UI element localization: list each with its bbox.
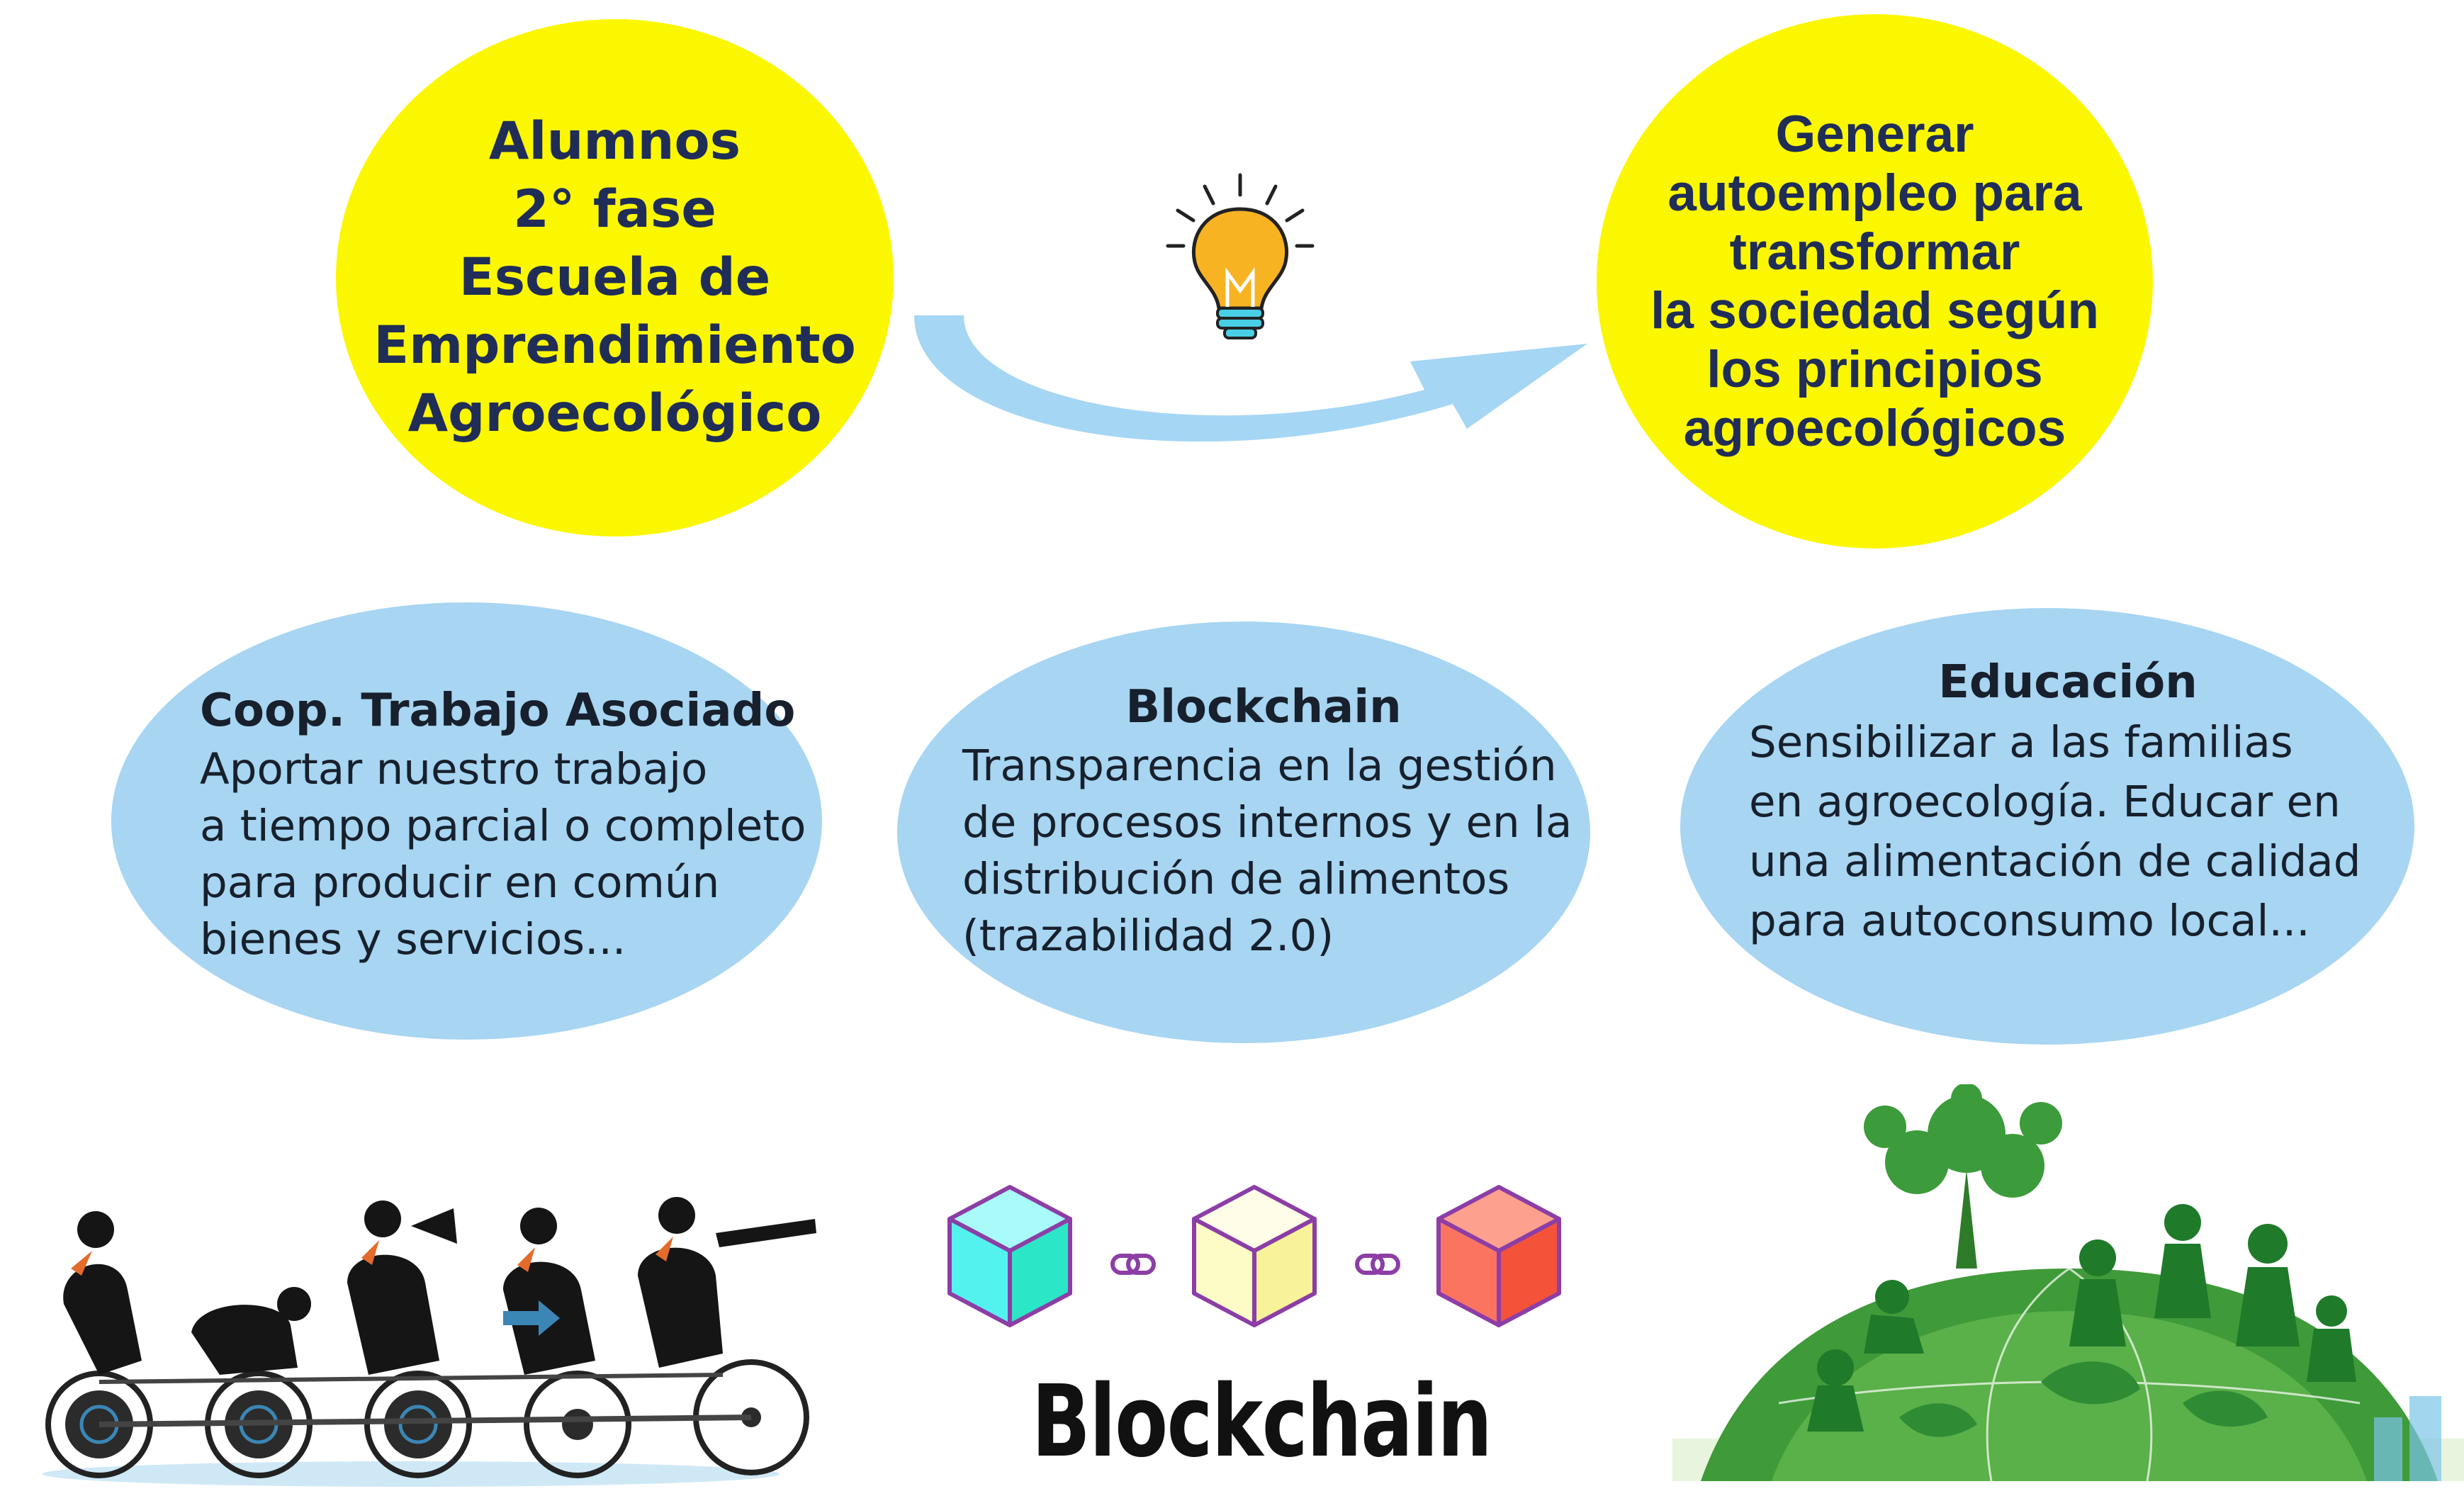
oval-coop-line: Aportar nuestro trabajo bbox=[200, 744, 708, 794]
circle-left-line: 2° fase bbox=[513, 179, 716, 240]
oval-educacion-title: Educación bbox=[1938, 656, 2198, 709]
oval-educacion-line: Sensibilizar a las familias bbox=[1749, 717, 2293, 767]
oval-coop-title: Coop. Trabajo Asociado bbox=[200, 685, 796, 737]
circle-left-line: Escuela de bbox=[459, 247, 771, 308]
circle-right-line: agroecológicos bbox=[1683, 400, 2066, 457]
oval-blockchain-line: de procesos internos y en la bbox=[962, 797, 1573, 848]
oval-coop-line: a tiempo parcial o completo bbox=[200, 801, 806, 851]
oval-coop-line: bienes y servicios... bbox=[200, 914, 626, 964]
circle-right-line: Generar bbox=[1775, 106, 1974, 163]
oval-coop-line: para producir en común bbox=[200, 857, 720, 908]
circle-right-line: transformar bbox=[1729, 223, 2020, 281]
oval-blockchain-title: Blockchain bbox=[1125, 681, 1402, 733]
oval-coop-trabajo: Coop. Trabajo Asociado Aportar nuestro t… bbox=[111, 602, 822, 1040]
oval-blockchain: Blockchain Transparencia en la gestión d… bbox=[897, 622, 1590, 1043]
oval-educacion: Educación Sensibilizar a las familias en… bbox=[1680, 608, 2414, 1045]
chain-link-icon bbox=[1110, 1254, 1400, 1275]
light-bulb-icon bbox=[1166, 173, 1315, 339]
oval-blockchain-line: (trazabilidad 2.0) bbox=[962, 911, 1334, 961]
oval-educacion-line: una alimentación de calidad bbox=[1749, 836, 2361, 887]
cyclists-illustration bbox=[43, 1197, 816, 1487]
circle-right-line: la sociedad según bbox=[1650, 282, 2099, 339]
circle-autoempleo: Generar autoempleo para transformar la s… bbox=[1597, 14, 2153, 549]
circle-left-line: Alumnos bbox=[488, 111, 741, 171]
circle-right-line: autoempleo para bbox=[1667, 164, 2082, 222]
circle-left-line: Emprendimiento bbox=[373, 315, 856, 376]
oval-blockchain-line: Transparencia en la gestión bbox=[962, 741, 1557, 791]
blockchain-cubes-icon bbox=[947, 1185, 1561, 1327]
curved-arrow-icon bbox=[914, 315, 1587, 442]
globe-children-tree-illustration bbox=[1672, 1084, 2464, 1481]
oval-educacion-line: para autoconsumo local... bbox=[1749, 896, 2310, 946]
oval-blockchain-line: distribución de alimentos bbox=[962, 854, 1510, 904]
blockchain-logo-label: Blockchain bbox=[1031, 1364, 1492, 1480]
circle-right-line: los principios bbox=[1706, 341, 2043, 398]
circle-alumnos: Alumnos 2° fase Escuela de Emprendimient… bbox=[336, 19, 894, 536]
oval-educacion-line: en agroecología. Educar en bbox=[1749, 777, 2341, 827]
circle-left-line: Agroecológico bbox=[407, 383, 822, 444]
